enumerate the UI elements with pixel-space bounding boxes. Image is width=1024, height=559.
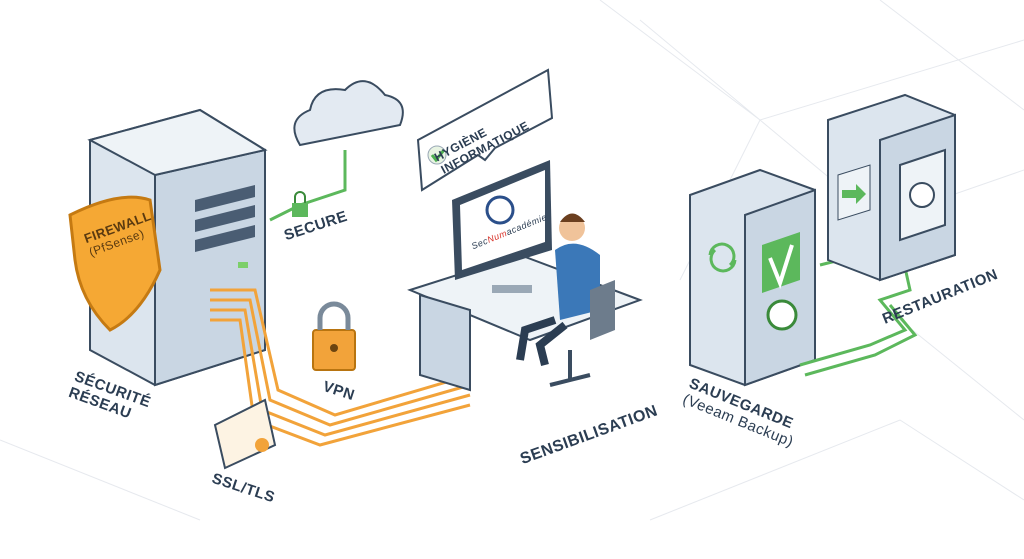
hard-disk-icon	[909, 182, 935, 208]
speech-bubble	[416, 68, 554, 192]
restore-server	[827, 93, 956, 282]
desk	[407, 253, 643, 392]
check-icon	[768, 244, 794, 289]
arrow-right-icon	[842, 184, 866, 204]
monitor	[452, 160, 552, 293]
sync-icon	[708, 242, 737, 273]
server-tower	[87, 108, 268, 387]
checkmark-icon	[430, 149, 446, 163]
shield-icon	[68, 195, 162, 332]
cloud-icon	[293, 80, 404, 147]
backup-server	[689, 168, 816, 387]
padlock-icon	[312, 301, 356, 371]
person-icon	[516, 213, 615, 387]
clock-icon	[766, 299, 798, 331]
lock-icon-green	[292, 191, 308, 217]
certificate-icon	[213, 398, 277, 470]
